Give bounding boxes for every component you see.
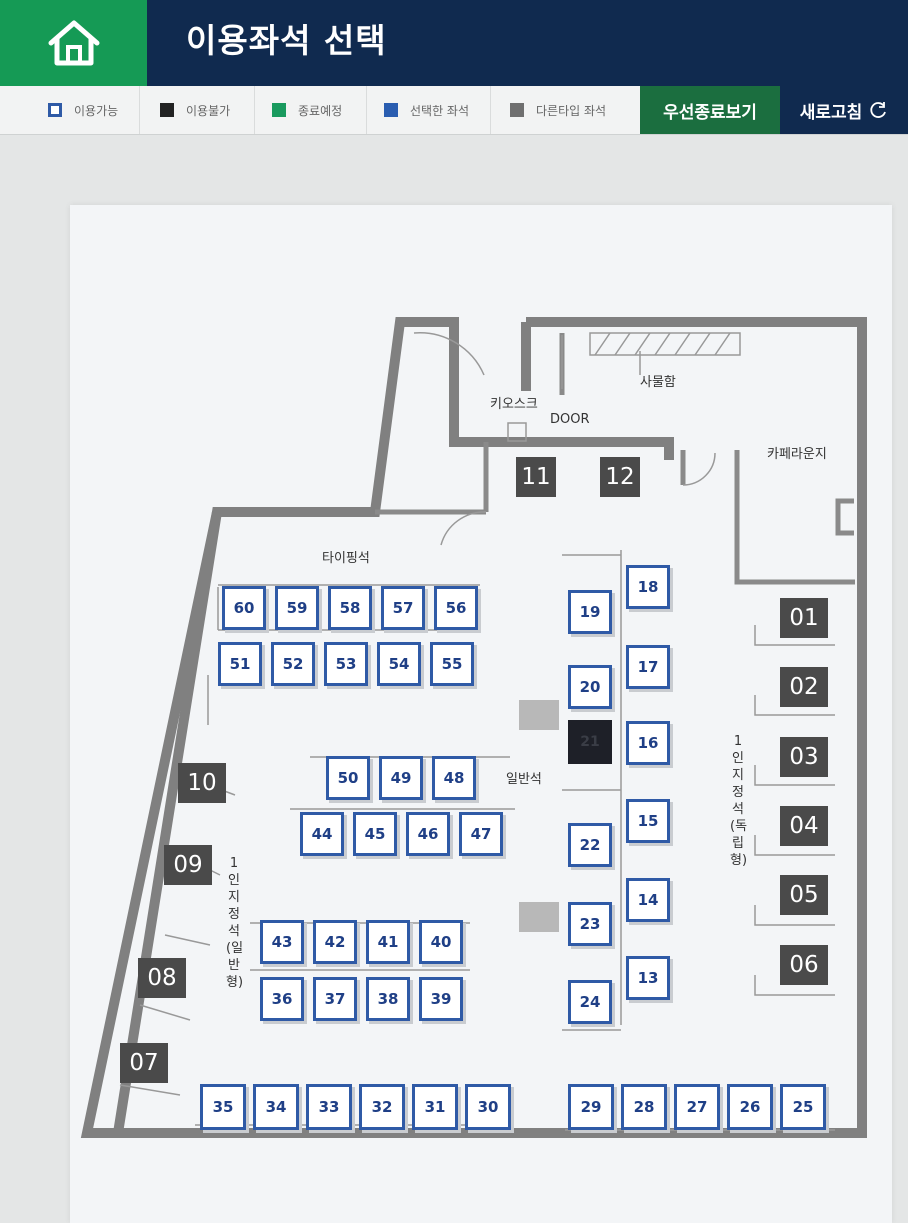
seat-07[interactable]: 07 (120, 1043, 168, 1083)
seat-26[interactable]: 26 (727, 1084, 773, 1130)
seat-30[interactable]: 30 (465, 1084, 511, 1130)
seat-43[interactable]: 43 (260, 920, 304, 964)
seat-33[interactable]: 33 (306, 1084, 352, 1130)
seat-34[interactable]: 34 (253, 1084, 299, 1130)
solo-general-label: 1인지정석(일반형) (226, 856, 244, 990)
seat-14[interactable]: 14 (626, 878, 670, 922)
seat-01[interactable]: 01 (780, 598, 828, 638)
legend-swatch (272, 103, 286, 117)
seat-17[interactable]: 17 (626, 645, 670, 689)
seat-45[interactable]: 45 (353, 812, 397, 856)
seat-39[interactable]: 39 (419, 977, 463, 1021)
legend-label: 다른타입 좌석 (536, 103, 607, 118)
seat-28[interactable]: 28 (621, 1084, 667, 1130)
seat-22[interactable]: 22 (568, 823, 612, 867)
seat-31[interactable]: 31 (412, 1084, 458, 1130)
legend-label: 선택한 좌석 (410, 103, 470, 118)
seat-03[interactable]: 03 (780, 737, 828, 777)
legend-swatch (48, 103, 62, 117)
seat-49[interactable]: 49 (379, 756, 423, 800)
seat-27[interactable]: 27 (674, 1084, 720, 1130)
seat-13[interactable]: 13 (626, 956, 670, 1000)
legend-label: 이용불가 (186, 103, 231, 118)
typing-seats-label: 타이핑석 (322, 551, 370, 566)
legend-selected: 선택한 좌석 (367, 86, 491, 134)
seat-20[interactable]: 20 (568, 665, 612, 709)
seat-54[interactable]: 54 (377, 642, 421, 686)
cafe-lounge-label: 카페라운지 (767, 447, 827, 462)
refresh-label: 새로고침 (799, 102, 863, 123)
seat-15[interactable]: 15 (626, 799, 670, 843)
legend-other-type: 다른타입 좌석 (491, 86, 640, 134)
legend-swatch (510, 103, 524, 117)
kiosk-label: 키오스크 (490, 397, 538, 412)
seat-56[interactable]: 56 (434, 586, 478, 630)
seat-36[interactable]: 36 (260, 977, 304, 1021)
seat-59[interactable]: 59 (275, 586, 319, 630)
home-icon (48, 20, 99, 66)
solo-independent-label: 1인지정석(독립형) (730, 734, 748, 868)
seat-10[interactable]: 10 (178, 763, 226, 803)
refresh-icon (870, 102, 887, 118)
seat-41[interactable]: 41 (366, 920, 410, 964)
seat-25[interactable]: 25 (780, 1084, 826, 1130)
seat-58[interactable]: 58 (328, 586, 372, 630)
legend-unavailable: 이용불가 (140, 86, 255, 134)
legend-swatch (384, 103, 398, 117)
seat-map: 키오스크 DOOR 사물함 카페라운지 타이핑석 일반석 1인지정석(독립형) … (70, 205, 892, 1223)
legend-label: 종료예정 (298, 103, 343, 118)
seat-53[interactable]: 53 (324, 642, 368, 686)
seat-04[interactable]: 04 (780, 806, 828, 846)
refresh-button[interactable]: 새로고침 (780, 86, 908, 134)
seat-52[interactable]: 52 (271, 642, 315, 686)
seat-47[interactable]: 47 (459, 812, 503, 856)
seat-60[interactable]: 60 (222, 586, 266, 630)
floor-plan (80, 317, 867, 1138)
seat-18[interactable]: 18 (626, 565, 670, 609)
seat-35[interactable]: 35 (200, 1084, 246, 1130)
seat-38[interactable]: 38 (366, 977, 410, 1021)
door-label: DOOR (550, 412, 590, 427)
seat-51[interactable]: 51 (218, 642, 262, 686)
page-title: 이용좌석 선택 (186, 21, 387, 60)
seat-06[interactable]: 06 (780, 945, 828, 985)
seat-23[interactable]: 23 (568, 902, 612, 946)
seat-08[interactable]: 08 (138, 958, 186, 998)
seat-21[interactable]: 21 (568, 720, 612, 764)
seat-32[interactable]: 32 (359, 1084, 405, 1130)
seat-24[interactable]: 24 (568, 980, 612, 1024)
seat-57[interactable]: 57 (381, 586, 425, 630)
seat-16[interactable]: 16 (626, 721, 670, 765)
seat-12[interactable]: 12 (600, 457, 640, 497)
seat-11[interactable]: 11 (516, 457, 556, 497)
seat-37[interactable]: 37 (313, 977, 357, 1021)
seat-19[interactable]: 19 (568, 590, 612, 634)
early-end-button[interactable]: 우선종료보기 (640, 86, 780, 134)
seat-55[interactable]: 55 (430, 642, 474, 686)
seat-05[interactable]: 05 (780, 875, 828, 915)
seat-50[interactable]: 50 (326, 756, 370, 800)
seat-02[interactable]: 02 (780, 667, 828, 707)
seat-42[interactable]: 42 (313, 920, 357, 964)
legend-swatch (160, 103, 174, 117)
seat-48[interactable]: 48 (432, 756, 476, 800)
seat-46[interactable]: 46 (406, 812, 450, 856)
seat-09[interactable]: 09 (164, 845, 212, 885)
locker-label: 사물함 (640, 375, 676, 390)
seat-40[interactable]: 40 (419, 920, 463, 964)
legend-label: 이용가능 (74, 103, 119, 118)
header-bar: 이용좌석 선택 (0, 0, 908, 86)
legend-available: 이용가능 (0, 86, 140, 134)
general-seats-label: 일반석 (506, 772, 542, 787)
seat-29[interactable]: 29 (568, 1084, 614, 1130)
home-button[interactable] (0, 0, 147, 86)
legend-ending-soon: 종료예정 (255, 86, 367, 134)
seat-44[interactable]: 44 (300, 812, 344, 856)
